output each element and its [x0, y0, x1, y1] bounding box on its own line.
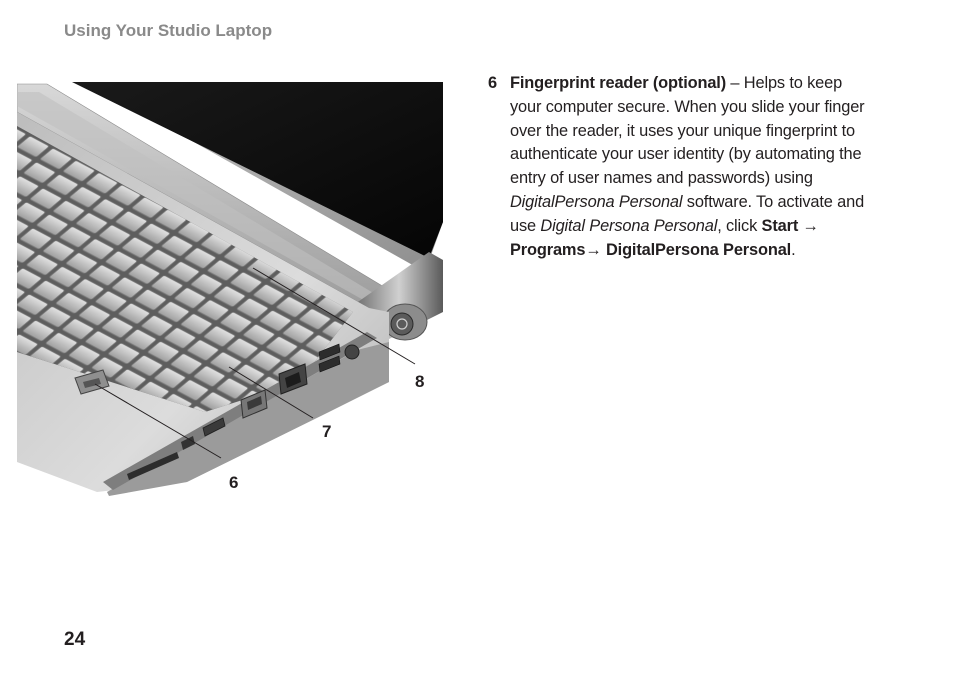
software-name-1: DigitalPersona Personal: [510, 192, 683, 211]
callout-label-8: 8: [415, 372, 425, 391]
menu-arrow-1: →: [798, 216, 819, 235]
running-header: Using Your Studio Laptop: [64, 21, 273, 40]
item-number: 6: [488, 74, 497, 92]
item-text-3: , click: [717, 216, 762, 235]
item-term: Fingerprint reader (optional): [510, 74, 727, 92]
fingerprint-reader-graphic: [74, 369, 110, 395]
menu-path-programs: Programs: [510, 240, 586, 259]
software-name-2: Digital Persona Personal: [540, 216, 718, 235]
laptop-illustration: [17, 82, 443, 498]
page-number: 24: [64, 629, 86, 650]
item-text-1: – Helps to keep your computer secure. Wh…: [510, 74, 865, 188]
menu-path-app: DigitalPersona Personal: [605, 240, 792, 259]
menu-path-start: Start: [761, 216, 799, 235]
callout-label-6: 6: [229, 473, 239, 492]
feature-description-fingerprint-reader: 6 Fingerprint reader (optional) – Helps …: [488, 72, 868, 262]
menu-arrow-2: →: [585, 240, 606, 259]
callout-label-7: 7: [322, 422, 332, 441]
item-text-2: software. To activate and use: [510, 192, 865, 235]
item-text-4: .: [791, 240, 796, 259]
item-body: Fingerprint reader (optional) – Helps to…: [510, 72, 868, 262]
